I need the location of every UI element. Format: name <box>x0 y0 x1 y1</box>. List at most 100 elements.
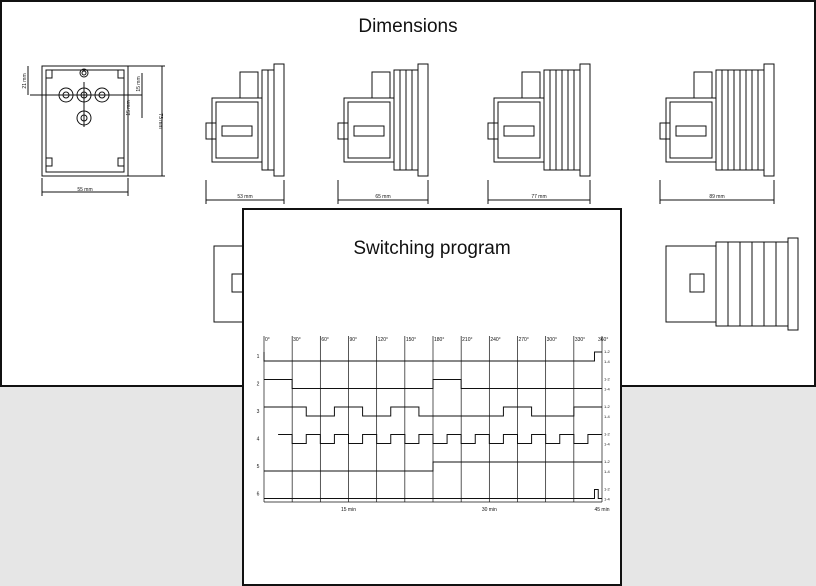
state-label-1-2: 1-2 <box>604 349 611 354</box>
angle-label: 240° <box>490 337 500 343</box>
dimensions-title: Dimensions <box>358 16 458 37</box>
switching-waveform <box>264 379 602 389</box>
lower-side-deck <box>775 241 789 327</box>
row-label: 2 <box>257 382 260 388</box>
angle-label: 120° <box>378 337 388 343</box>
front-clip <box>45 69 53 79</box>
angle-label: 210° <box>462 337 472 343</box>
side-knob <box>675 125 707 137</box>
switching-row: 5 1-2 1-4 <box>257 459 611 474</box>
time-label: 15 min <box>341 507 356 513</box>
angle-label: 330° <box>575 337 585 343</box>
switching-waveform <box>263 351 602 362</box>
front-clip <box>45 157 53 167</box>
side-view: 77 mm <box>487 63 591 204</box>
switching-row: 2 1-2 1-4 <box>257 377 611 392</box>
switching-row: 1 1-2 1-4 <box>257 349 611 364</box>
lower-side-deck <box>751 241 765 327</box>
lower-side-deck <box>727 241 741 327</box>
side-body <box>665 97 717 163</box>
front-top-offset-label: 21 mm <box>22 73 28 88</box>
lower-side-deck <box>715 241 729 327</box>
angle-label: 270° <box>519 337 529 343</box>
state-label-1-4: 1-4 <box>604 359 611 364</box>
side-body <box>211 97 263 163</box>
front-inner-outline <box>45 69 125 173</box>
side-knob <box>221 125 253 137</box>
switching-program-panel: Switching program 0°30°60°90°120°150°180… <box>242 208 622 586</box>
hole-spacing-label: 15 mm <box>126 100 132 115</box>
side-knob <box>353 125 385 137</box>
switching-program-chart: 0°30°60°90°120°150°180°210°240°270°300°3… <box>257 336 611 513</box>
angle-label: 30° <box>293 337 301 343</box>
front-clip <box>117 69 125 79</box>
side-end-plate <box>417 63 429 177</box>
state-label-1-2: 1-2 <box>604 377 611 382</box>
switching-waveform <box>278 434 602 444</box>
lower-side-body <box>665 245 717 323</box>
state-label-1-2: 1-2 <box>604 432 611 437</box>
side-body <box>343 97 395 163</box>
side-body <box>493 97 545 163</box>
time-label: 30 min <box>482 507 497 513</box>
row-label: 6 <box>257 492 260 498</box>
switching-row: 61-21-4 <box>257 487 611 502</box>
angle-label: 150° <box>406 337 416 343</box>
side-knob <box>503 125 535 137</box>
switching-waveform <box>264 461 602 472</box>
state-label-1-2: 1-2 <box>604 487 611 492</box>
state-label-1-4: 1-4 <box>604 387 611 392</box>
side-top-housing <box>371 71 391 99</box>
front-width-label: 55 mm <box>77 187 92 193</box>
switching-row: 4 1-2 1-4 <box>257 432 611 447</box>
angle-label: 60° <box>321 337 329 343</box>
lower-side-deck <box>739 241 753 327</box>
lower-side-clip <box>689 273 705 293</box>
row-label: 5 <box>257 464 260 470</box>
front-screw-core <box>81 70 87 76</box>
side-view: 65 mm <box>337 63 429 204</box>
switching-grid: 0°30°60°90°120°150°180°210°240°270°300°3… <box>263 336 610 513</box>
side-width-label: 53 mm <box>237 194 252 200</box>
state-label-1-4: 1-4 <box>604 442 611 447</box>
lower-side-deck <box>763 241 777 327</box>
side-clip <box>487 122 499 140</box>
dimensions-drawing: 55 mm 73 mm 21 mm 15 mm 15 mm 53 mm 65 mm 77 mm… <box>22 63 799 331</box>
side-view: 53 mm <box>205 63 285 204</box>
state-label-1-2: 1-2 <box>604 459 611 464</box>
side-clip <box>659 122 671 140</box>
hole-spacing-label: 15 mm <box>136 76 142 91</box>
state-label-1-4: 1-4 <box>604 469 611 474</box>
time-label: 45 min <box>594 507 609 513</box>
switching-waveform <box>264 489 602 499</box>
front-screw <box>79 68 89 78</box>
side-top-housing <box>693 71 713 99</box>
side-top-housing <box>239 71 259 99</box>
angle-label: 360° <box>598 337 608 343</box>
angle-label: 90° <box>350 337 358 343</box>
row-label: 4 <box>257 437 260 443</box>
side-clip <box>337 122 349 140</box>
row-label: 1 <box>257 354 260 360</box>
lower-side-end-plate <box>787 237 799 331</box>
side-clip <box>205 122 217 140</box>
switching-program-title: Switching program <box>353 238 511 259</box>
front-outline <box>41 65 129 177</box>
side-width-label: 65 mm <box>375 194 390 200</box>
side-end-plate <box>763 63 775 177</box>
side-width-label: 77 mm <box>531 194 546 200</box>
side-width-label: 89 mm <box>709 194 724 200</box>
angle-label: 0° <box>265 337 270 343</box>
side-view: 89 mm <box>659 63 775 204</box>
angle-label: 300° <box>547 337 557 343</box>
side-end-plate <box>579 63 591 177</box>
row-label: 3 <box>257 409 260 415</box>
front-height-label: 73 mm <box>157 113 163 128</box>
lower-side-view <box>665 237 799 331</box>
state-label-1-2: 1-2 <box>604 404 611 409</box>
switching-row: 3 1-2 1-4 <box>257 404 611 419</box>
side-top-housing <box>521 71 541 99</box>
side-end-plate <box>273 63 285 177</box>
front-view: 55 mm 73 mm 21 mm 15 mm 15 mm <box>22 65 165 196</box>
state-label-1-4: 1-4 <box>604 414 611 419</box>
